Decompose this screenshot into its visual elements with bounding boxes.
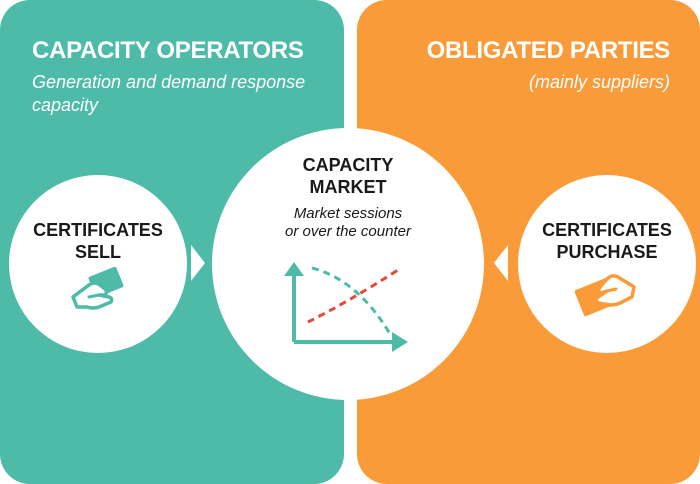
capacity-operators-subtitle: Generation and demand response capacity [32, 72, 306, 115]
capacity-market-title-line2: MARKET [309, 177, 387, 197]
capacity-market-subtitle-line2: or over the counter [285, 223, 411, 240]
certificates-purchase-label: CERTIFICATES PURCHASE [518, 219, 696, 263]
flow-arrow-right-icon [191, 245, 205, 281]
capacity-market-subtitle: Market sessions or over the counter [212, 205, 484, 241]
capacity-market-subtitle-line1: Market sessions [293, 205, 403, 222]
certificates-sell-line2: SELL [74, 242, 121, 262]
capacity-operators-title: CAPACITY OPERATORS [32, 37, 304, 64]
certificates-purchase-line2: PURCHASE [556, 242, 658, 262]
certificates-purchase-circle: CERTIFICATES PURCHASE [518, 175, 696, 353]
obligated-parties-title: OBLIGATED PARTIES [426, 37, 671, 64]
certificates-purchase-line1: CERTIFICATES [542, 220, 672, 240]
certificates-sell-line1: CERTIFICATES [33, 220, 163, 240]
supply-demand-chart-icon [284, 262, 408, 352]
hand-receiving-certificate-icon [574, 274, 636, 317]
capacity-market-title: CAPACITY MARKET [212, 154, 484, 198]
certificates-sell-circle: CERTIFICATES SELL [9, 175, 187, 353]
hand-giving-certificate-icon [71, 267, 124, 310]
certificates-sell-label: CERTIFICATES SELL [9, 219, 187, 263]
capacity-market-circle: CAPACITY MARKET Market sessions or over … [212, 128, 484, 400]
flow-arrow-left-icon [494, 245, 508, 281]
obligated-parties-subtitle: (mainly suppliers) [528, 72, 670, 92]
capacity-market-title-line1: CAPACITY [302, 155, 394, 175]
